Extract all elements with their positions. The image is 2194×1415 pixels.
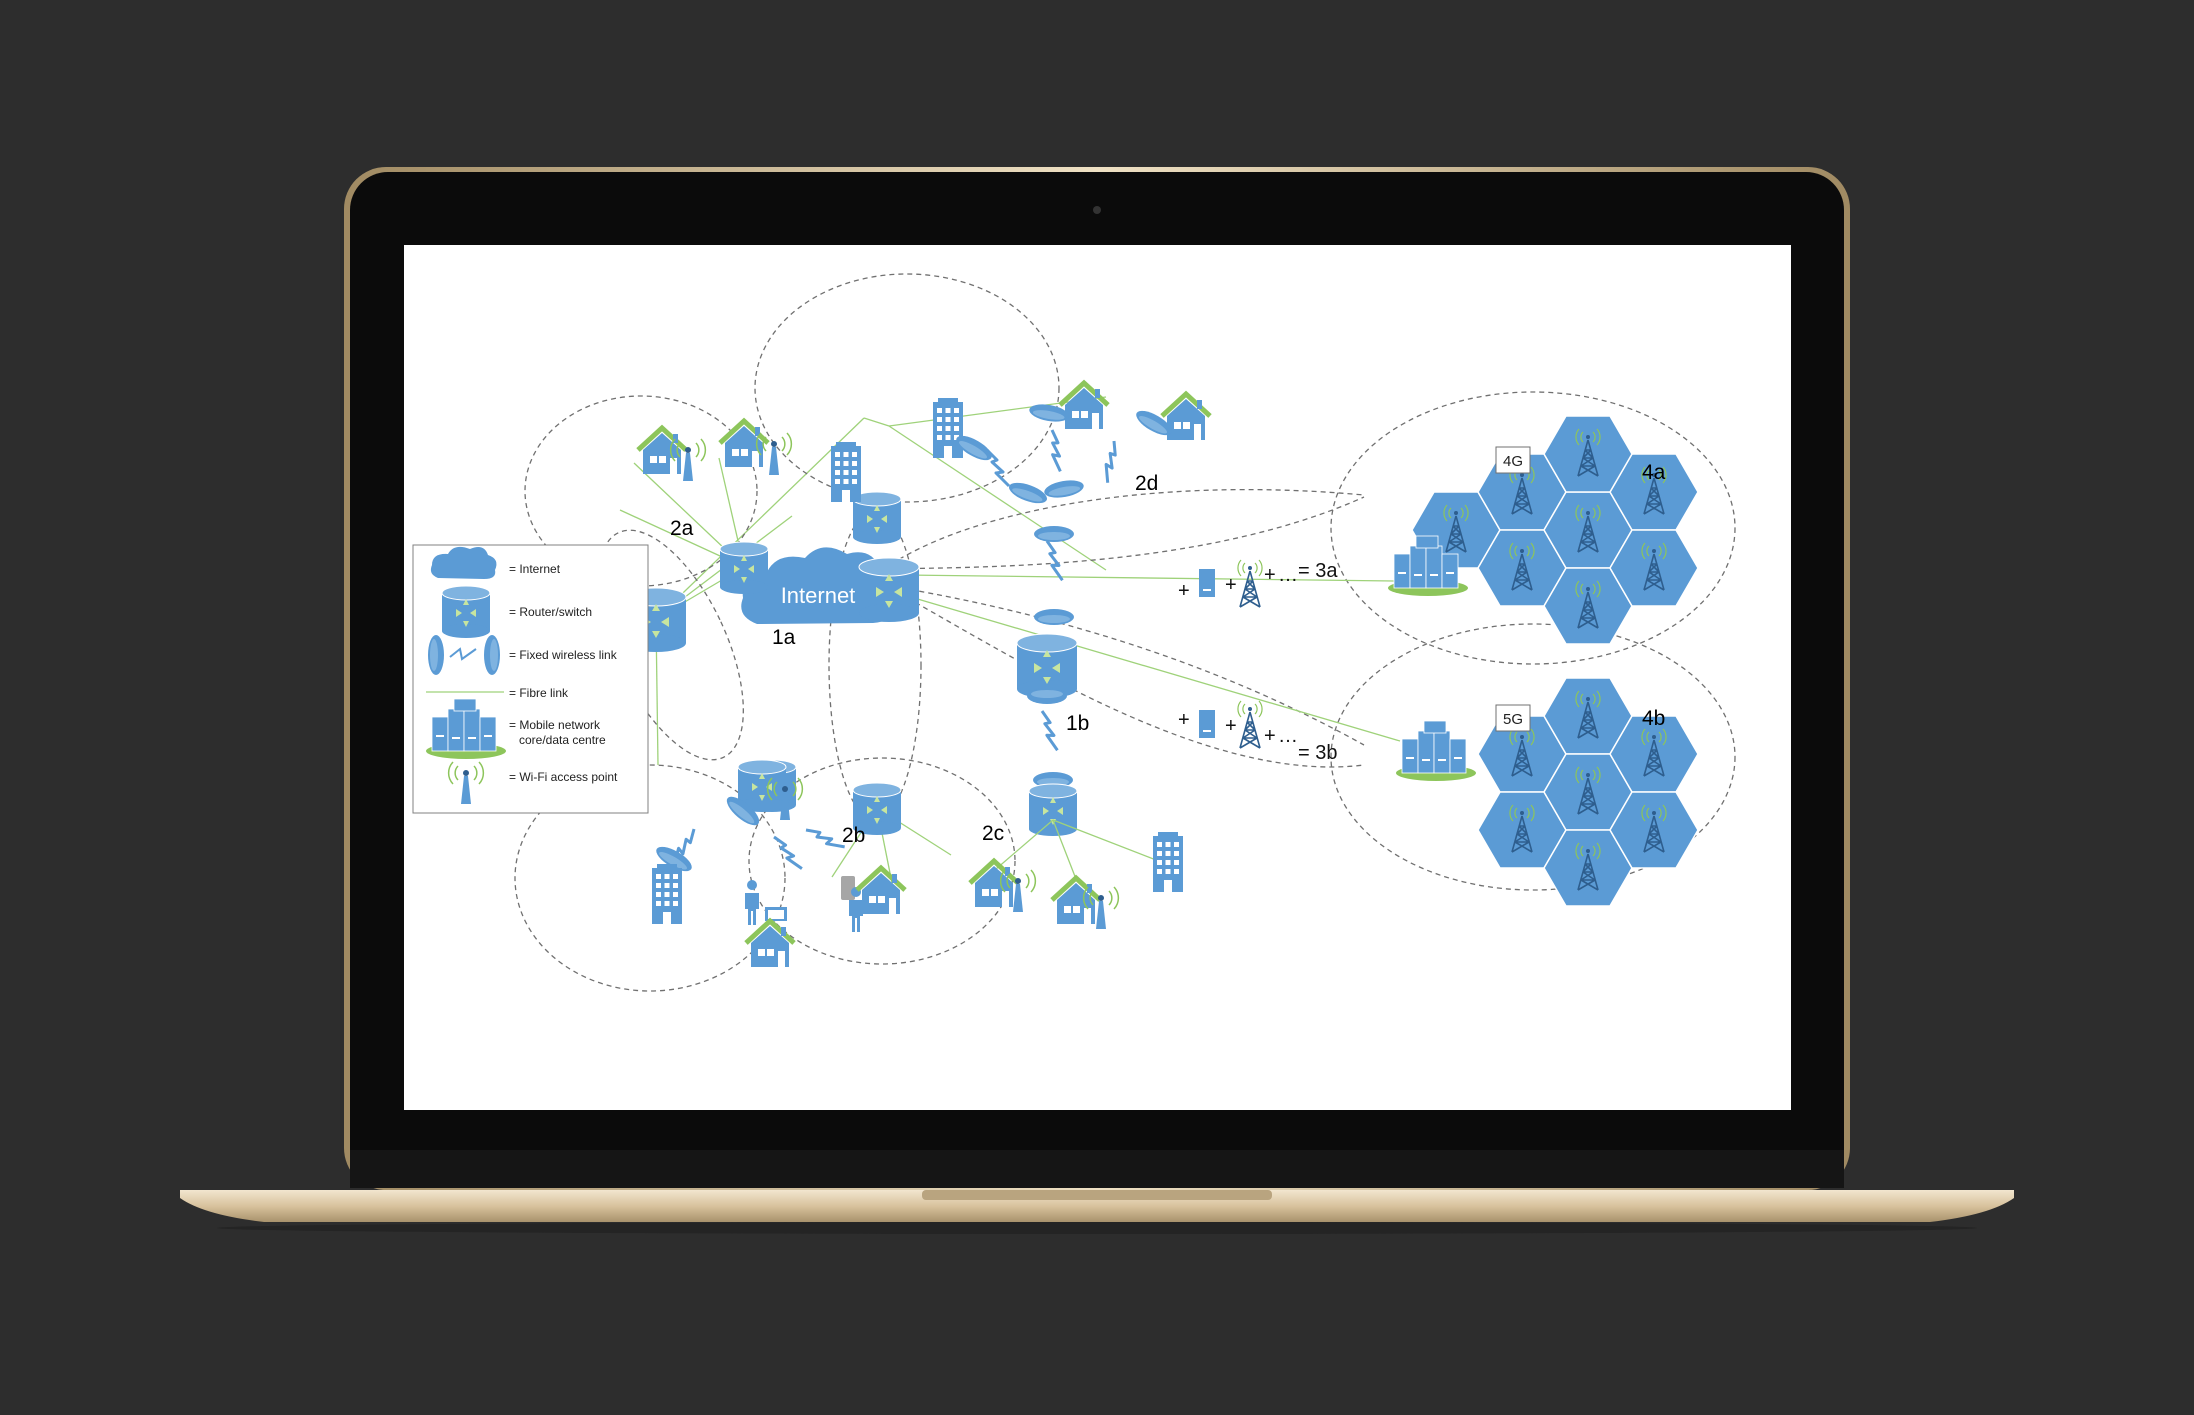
trackpad-notch <box>922 1190 1272 1200</box>
zone-4a-boundary <box>1330 391 1736 665</box>
house-icon <box>746 921 794 967</box>
fibre-link <box>995 819 1054 870</box>
badge-5g-label: 5G <box>1503 711 1523 728</box>
mobile-core-icon <box>1395 720 1477 782</box>
eq-plus: + <box>1264 725 1276 747</box>
eq-ellipsis: … <box>1278 725 1298 747</box>
router-2a <box>719 541 769 595</box>
wireless-link-icon <box>1039 539 1071 582</box>
legend: = Internet = Router/switch = Fixed wirel… <box>412 544 649 814</box>
eq-plus: + <box>1225 574 1237 596</box>
dish-icon <box>1027 688 1067 704</box>
office-building-icon <box>652 864 682 924</box>
wireless-link-icon <box>772 831 804 874</box>
base-shadow <box>217 1222 1977 1234</box>
house-icon <box>1060 383 1108 429</box>
house-icon <box>720 421 768 467</box>
eq-ellipsis: … <box>1278 564 1298 586</box>
fibre-link-3a <box>903 574 1395 582</box>
internet-label: Internet <box>781 583 856 608</box>
wireless-link-icon <box>804 815 847 861</box>
screen: Internet 2a 1a 2d 1b 2c <box>404 245 1791 1110</box>
zone-4a-label: 4a <box>1642 461 1666 484</box>
zone-2c-label: 2c <box>982 822 1004 845</box>
zone-2d-label: 2d <box>1135 472 1158 495</box>
house-icon <box>638 428 686 474</box>
link-3a-boundary <box>883 488 1365 570</box>
fibre-link <box>1052 819 1170 866</box>
dish-icon <box>1027 401 1071 425</box>
eq-plus: + <box>1178 709 1190 731</box>
badge-5g <box>1495 704 1531 732</box>
hex-grid-4g <box>1411 415 1699 645</box>
legend-router-label: = Router/switch <box>509 605 592 619</box>
dish-icon <box>1034 609 1074 625</box>
router-2c-main <box>1028 783 1078 837</box>
house-icon <box>970 861 1018 907</box>
server-icon <box>1199 710 1215 738</box>
zone-4b-boundary <box>1330 623 1736 891</box>
link-3b-boundary <box>883 584 1365 768</box>
link-3a-boundary <box>883 496 1365 570</box>
cell-tower-icon <box>1237 700 1263 749</box>
zone-2c-boundary <box>748 757 1016 965</box>
legend-wifi-label: = Wi-Fi access point <box>509 770 618 784</box>
wireless-link-icon <box>985 448 1011 488</box>
dish-icon <box>1006 478 1050 508</box>
badge-4g <box>1495 446 1531 474</box>
zone-4b-label: 4b <box>1642 707 1665 730</box>
legend-wireless-label: = Fixed wireless link <box>509 648 618 662</box>
bezel-chin <box>350 1150 1844 1188</box>
legend-dish-icon <box>428 635 444 675</box>
wireless-link-icon <box>1089 439 1133 485</box>
router-core <box>858 557 920 623</box>
legend-fibre-label: = Fibre link <box>509 686 569 700</box>
equation-3a: + + + … = 3a <box>1178 559 1338 608</box>
zone-2b-boundary <box>514 764 786 992</box>
fibre-link <box>888 425 1107 571</box>
legend-dish-icon <box>484 635 500 675</box>
fibre-link-3b <box>903 594 1401 742</box>
laptop-base <box>180 1190 2014 1222</box>
server-icon <box>1199 569 1215 597</box>
office-building-icon <box>933 398 963 458</box>
fibre-link <box>1052 819 1077 880</box>
badge-4g-label: 4G <box>1503 453 1523 470</box>
legend-mobile-label-2: core/data centre <box>519 733 606 747</box>
fibre-link <box>863 417 890 427</box>
legend-router-icon <box>441 585 491 639</box>
zone-2b-label: 2b <box>842 824 865 847</box>
zone-2a-label: 2a <box>670 517 694 540</box>
wireless-link-icon <box>1034 709 1066 752</box>
legend-internet-icon <box>430 546 497 579</box>
office-building-icon <box>831 442 861 502</box>
office-building-icon <box>1153 832 1183 892</box>
eq-result-3a: = 3a <box>1298 560 1338 582</box>
network-diagram: Internet 2a 1a 2d 1b 2c <box>412 273 1736 992</box>
eq-result-3b: = 3b <box>1298 742 1337 764</box>
eq-plus: + <box>1225 715 1237 737</box>
zone-2d-boundary <box>754 273 1060 503</box>
link-3b-boundary <box>883 584 1365 746</box>
legend-mobile-label-1: = Mobile network <box>509 718 601 732</box>
person-icon <box>745 880 759 925</box>
fibre-link <box>655 417 865 620</box>
legend-bolt-icon <box>449 647 477 661</box>
legend-internet-label: = Internet <box>509 562 561 576</box>
house-icon <box>1052 878 1100 924</box>
house-icon <box>857 868 905 914</box>
dish-icon <box>1034 526 1074 542</box>
wireless-link-icon <box>1038 428 1075 473</box>
camera-icon <box>1093 206 1101 214</box>
dish-icon <box>1042 477 1086 501</box>
eq-plus: + <box>1178 580 1190 602</box>
phone-icon <box>841 876 855 900</box>
zone-1b-label: 1b <box>1066 712 1089 735</box>
equation-3b: + + + … = 3b <box>1178 700 1337 764</box>
eq-plus: + <box>1264 564 1276 586</box>
zone-1a-label: 1a <box>772 626 796 649</box>
cell-tower-icon <box>1237 559 1263 608</box>
